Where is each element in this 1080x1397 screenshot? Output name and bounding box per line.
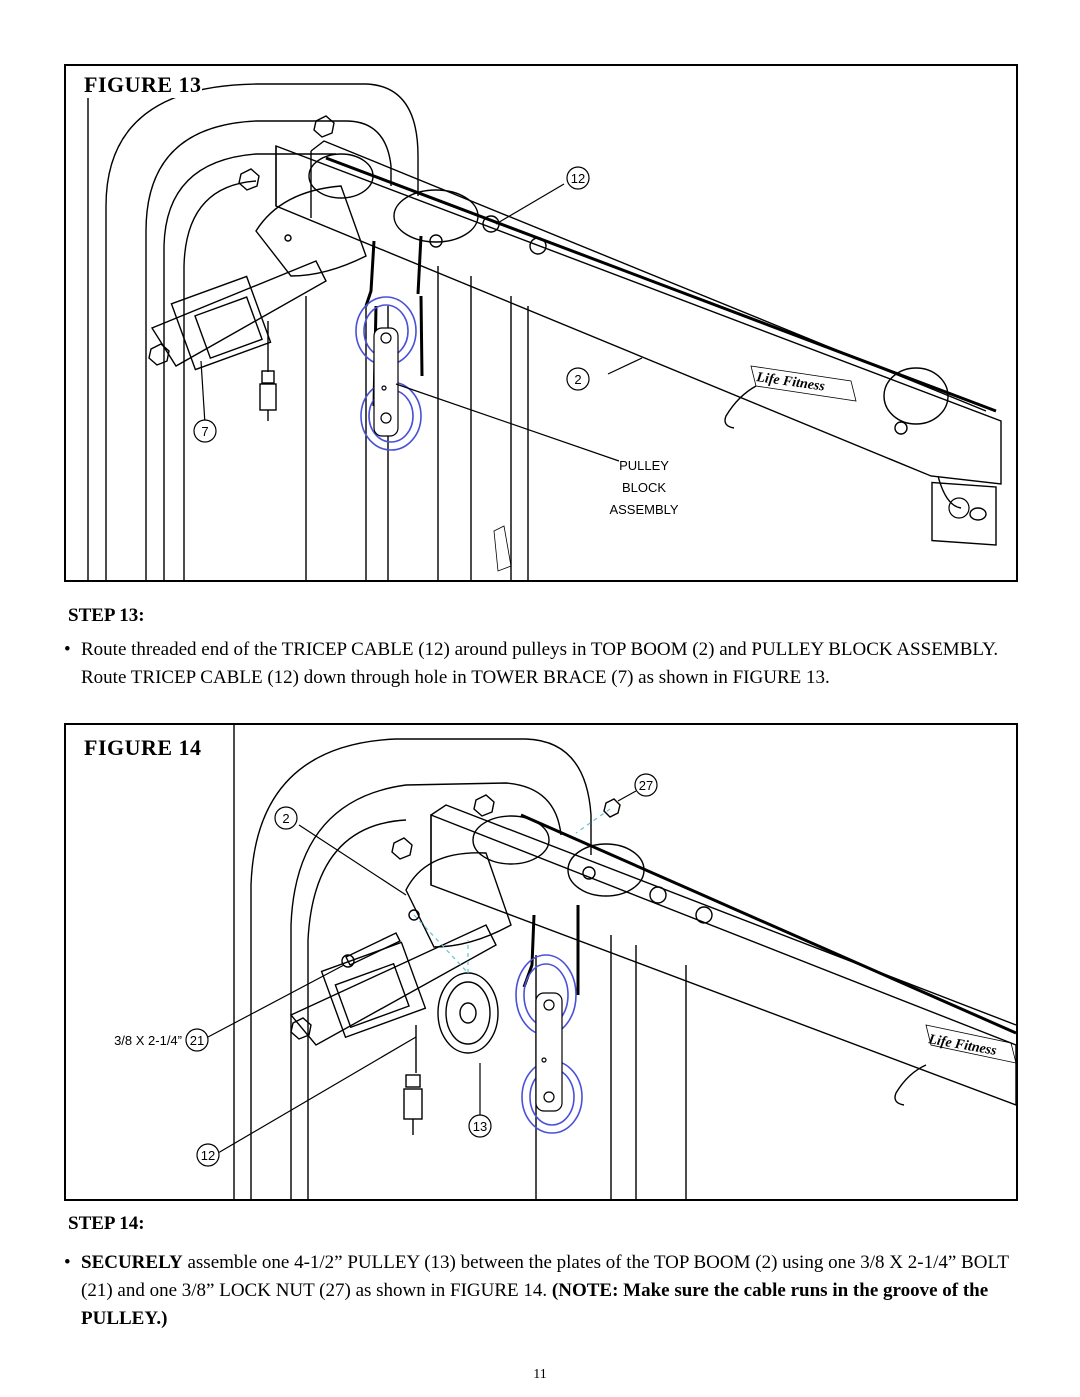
bolt-size-label: 3/8 X 2-1/4”: [114, 1033, 182, 1048]
callout-7: 7: [201, 424, 208, 439]
figure-13-panel: Life Fitness: [64, 64, 1018, 582]
callout-21: 21: [190, 1033, 204, 1048]
figure-14-title: FIGURE 14: [84, 735, 202, 761]
step-14-emphasis: SECURELY: [81, 1252, 183, 1273]
step-14-heading: STEP 14:: [68, 1213, 145, 1234]
step-13-bullet: •: [64, 639, 71, 660]
callout-2: 2: [574, 372, 581, 387]
callout-12: 12: [201, 1148, 215, 1163]
callout-2: 2: [282, 811, 289, 826]
callout-12: 12: [571, 171, 585, 186]
callout-27: 27: [639, 778, 653, 793]
callout-13: 13: [473, 1119, 487, 1134]
pulley-block-label-line3: ASSEMBLY: [609, 502, 678, 517]
step-14-instruction: assemble one 4-1/2” PULLEY (13) between …: [81, 1252, 1009, 1301]
figure-13-title: FIGURE 13: [84, 72, 202, 98]
svg-text:Life Fitness: Life Fitness: [926, 1032, 998, 1059]
figure-13-drawing: Life Fitness: [87, 74, 1002, 580]
pulley-block-label-line2: BLOCK: [622, 480, 666, 495]
page-number: 11: [533, 1367, 547, 1382]
step-13-text: Route threaded end of the TRICEP CABLE (…: [81, 639, 999, 688]
step-14-bullet: •: [64, 1252, 71, 1273]
pulley-block-label-line1: PULLEY: [619, 458, 669, 473]
step-14-note: (NOTE: Make sure the cable runs in the g…: [81, 1280, 989, 1329]
step-14-text: SECURELY assemble one 4-1/2” PULLEY (13)…: [81, 1249, 1014, 1333]
step-14-body: • SECURELY assemble one 4-1/2” PULLEY (1…: [64, 1249, 1014, 1333]
step-13-heading: STEP 13:: [68, 605, 145, 626]
figure-14-drawing: Life Fitness: [114, 725, 1016, 1199]
figure-14-panel: Life Fitness: [64, 723, 1018, 1201]
step-13-body: • Route threaded end of the TRICEP CABLE…: [64, 636, 1014, 692]
